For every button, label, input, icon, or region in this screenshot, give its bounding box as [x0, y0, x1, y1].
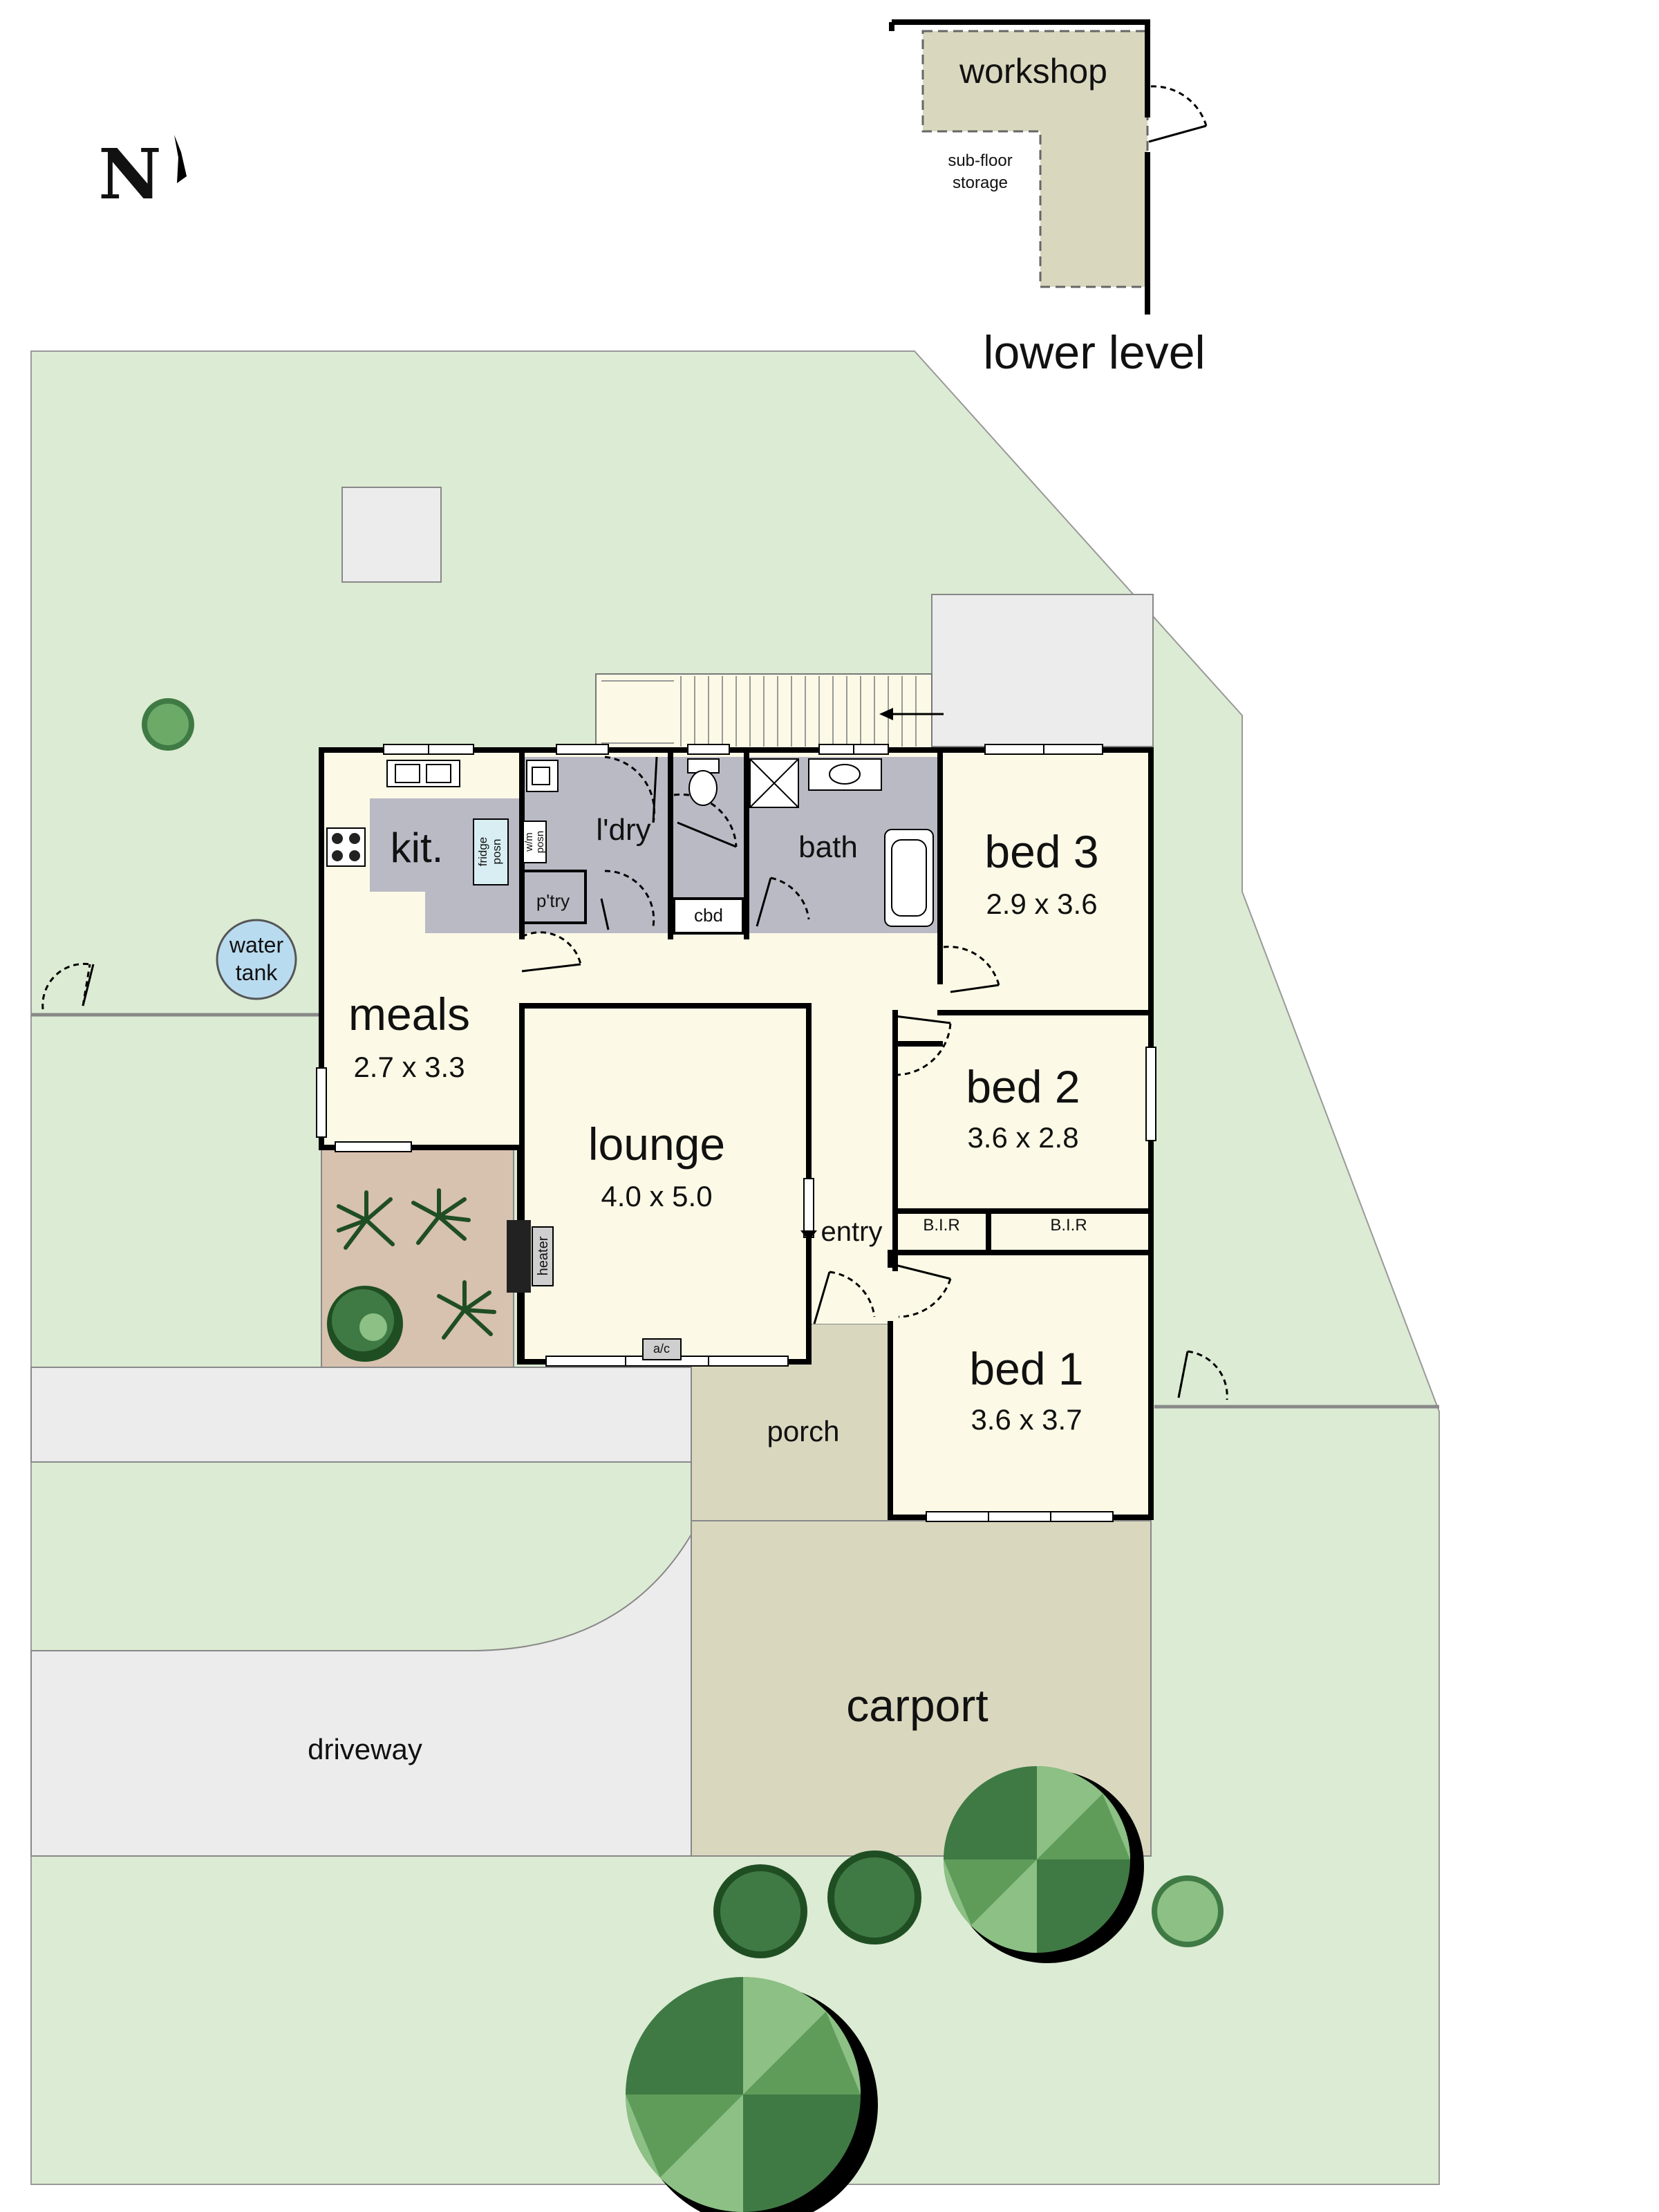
shrub-icon	[142, 698, 194, 751]
water-tank-label-line1: water	[229, 932, 284, 957]
carport-label: carport	[846, 1680, 988, 1731]
laundry-trough	[526, 760, 559, 792]
bath-label: bath	[798, 830, 858, 864]
workshop-area	[921, 30, 1149, 288]
kitchen-label: kit.	[391, 825, 444, 871]
driveway-label: driveway	[308, 1733, 422, 1765]
courtyard-plant-icon	[411, 1188, 471, 1245]
meals-label: meals	[348, 988, 470, 1040]
bed3-label: bed 3	[984, 826, 1098, 877]
bed1-label: bed 1	[969, 1343, 1083, 1394]
cooktop-icon	[326, 827, 366, 867]
lower-level-plan	[889, 19, 1208, 315]
doors	[521, 756, 1000, 1324]
bir-label-bed2: B.I.R	[923, 1216, 959, 1235]
tree-icon	[944, 1766, 1144, 1963]
cupboard-label: cbd	[694, 905, 723, 926]
storage-label-line1: sub-floor	[948, 151, 1012, 170]
house-interior	[321, 750, 1151, 1517]
shrub-icon	[827, 1850, 921, 1944]
windows	[316, 744, 1156, 1522]
courtyard-plant-icon	[437, 1280, 496, 1340]
fridge-label-line2: posn	[490, 839, 503, 865]
workshop-label: workshop	[959, 52, 1107, 91]
water-tank-label-line2: tank	[236, 960, 278, 985]
bathtub-icon	[884, 829, 934, 927]
shed-slab	[341, 487, 442, 583]
kitchen-sink	[386, 760, 460, 787]
toilet-icon	[687, 758, 720, 806]
bir-label-bed1: B.I.R	[1050, 1216, 1087, 1235]
pantry-label: p'try	[536, 890, 570, 911]
entry-marker-icon	[800, 1230, 817, 1241]
meals-dims: 2.7 x 3.3	[353, 1051, 465, 1083]
bed1-dims: 3.6 x 3.7	[971, 1403, 1082, 1436]
storage-label-line2: storage	[953, 174, 1008, 192]
lounge-label: lounge	[588, 1118, 725, 1170]
heater-label: heater	[536, 1236, 551, 1275]
lounge-dims: 4.0 x 5.0	[601, 1180, 712, 1212]
washer-label-line1: w/m	[523, 832, 535, 852]
shrub-icon	[1152, 1875, 1224, 1947]
trees	[142, 698, 1224, 2212]
paved-area-east	[931, 594, 1154, 747]
laundry-label: l'dry	[596, 813, 650, 847]
stairs	[595, 673, 944, 749]
courtyard-plant-icon	[327, 1286, 403, 1362]
shrub-icon	[713, 1864, 807, 1958]
gate-west	[41, 962, 91, 1010]
bed3-dims: 2.9 x 3.6	[986, 888, 1097, 920]
cupboard-area	[673, 897, 744, 935]
basin-icon	[808, 758, 882, 791]
entry-label: entry	[821, 1217, 883, 1247]
shower-icon	[749, 758, 799, 808]
aircon-unit	[642, 1338, 682, 1360]
pantry-area	[522, 870, 587, 924]
path-south	[30, 1367, 692, 1463]
fridge-label-line1: fridge	[476, 837, 489, 867]
washer-position	[523, 821, 547, 863]
courtyard-plant-icon	[337, 1190, 395, 1250]
lower-level-title: lower level	[983, 326, 1205, 379]
compass-letter: N	[98, 133, 161, 215]
washer-label-line2: posn	[534, 831, 546, 854]
driveway-area	[30, 1532, 692, 1857]
tree-icon	[626, 1977, 878, 2212]
heater-icon	[507, 1220, 554, 1293]
porch-label: porch	[767, 1415, 839, 1447]
fridge-position	[473, 818, 509, 885]
water-tank	[216, 919, 297, 1000]
north-arrow-icon	[174, 135, 187, 183]
bed2-dims: 3.6 x 2.8	[967, 1121, 1078, 1154]
aircon-label: a/c	[653, 1342, 670, 1356]
bed2-label: bed 2	[966, 1061, 1080, 1112]
